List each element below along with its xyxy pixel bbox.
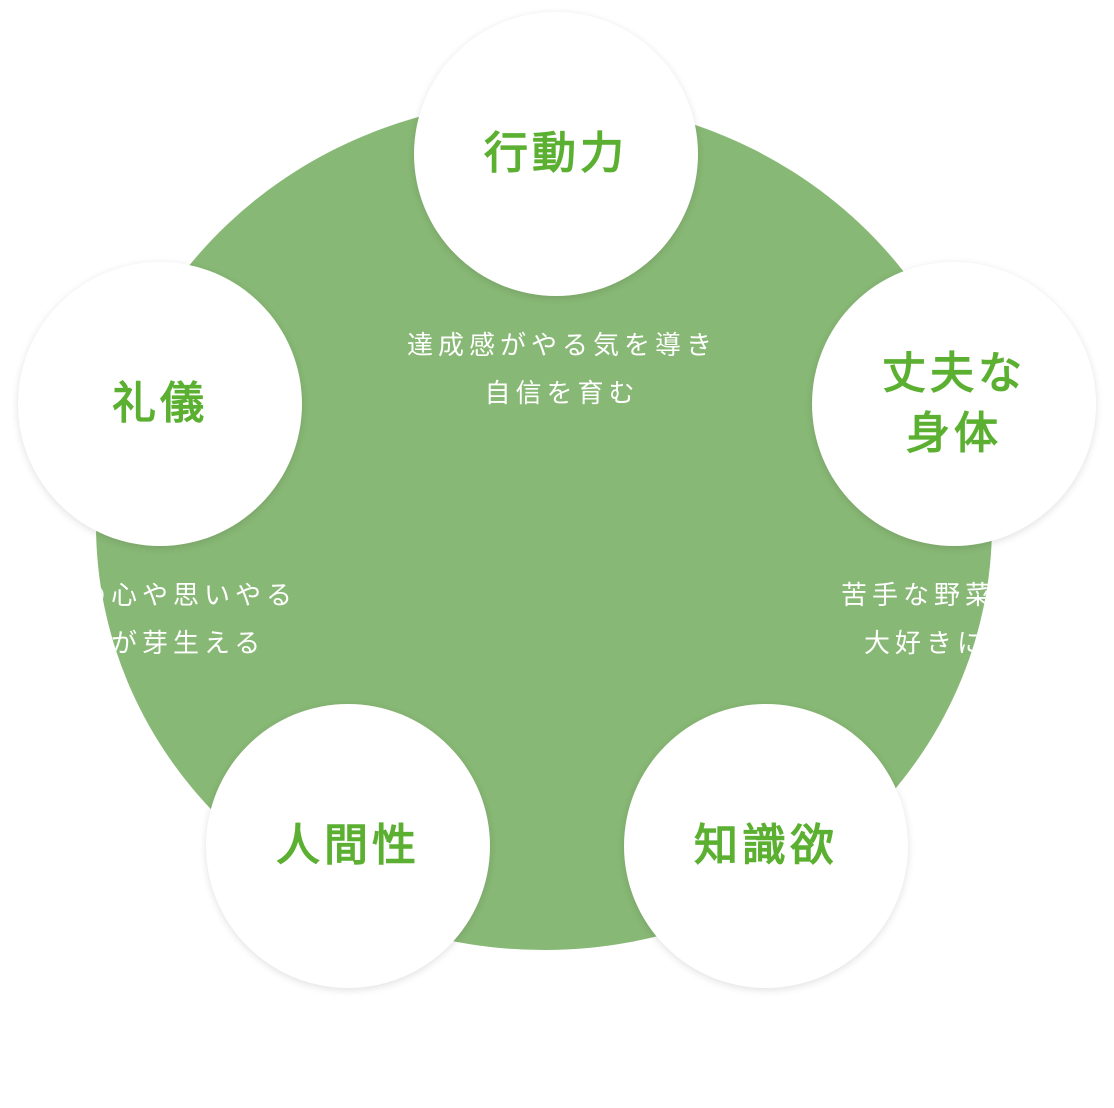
node-manners: 礼儀 bbox=[18, 262, 302, 546]
description-top: 達成感がやる気を導き 自信を育む bbox=[382, 322, 742, 418]
description-line: 達成感がやる気を導き bbox=[406, 331, 717, 361]
description-line: 苦手な野菜 bbox=[840, 581, 992, 611]
node-curiosity: 知識欲 bbox=[624, 704, 908, 988]
description-line: 自信を育む bbox=[484, 379, 640, 409]
node-action: 行動力 bbox=[414, 12, 698, 296]
description-left: の心や思いやる ちが芽生える bbox=[96, 572, 320, 668]
node-label: 知識欲 bbox=[694, 820, 838, 871]
description-line: の心や思いやる bbox=[96, 581, 298, 611]
node-humanity: 人間性 bbox=[206, 704, 490, 988]
description-right: 苦手な野菜 大好きに bbox=[816, 572, 992, 668]
node-healthy-body: 丈夫な 身体 bbox=[812, 262, 1096, 546]
description-line: 大好きに bbox=[863, 629, 988, 659]
node-label: 丈夫な 身体 bbox=[882, 348, 1026, 459]
node-label: 人間性 bbox=[276, 820, 420, 871]
node-label: 行動力 bbox=[484, 128, 628, 179]
node-label: 礼儀 bbox=[112, 378, 208, 429]
description-line: ちが芽生える bbox=[96, 629, 266, 659]
